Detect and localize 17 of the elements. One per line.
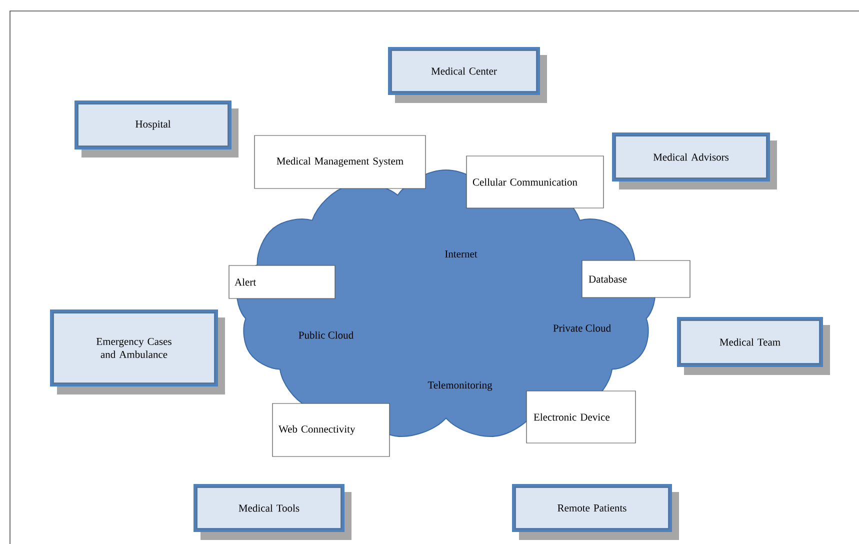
- label-box: Emergency Cases and Ambulance: [50, 310, 225, 394]
- text-box: Alert: [228, 265, 336, 299]
- cloud-label: Public Cloud: [298, 331, 354, 339]
- text-box: Web Connectivity: [272, 403, 390, 457]
- cloud-label: Internet: [445, 250, 478, 258]
- text-box: Cellular Communication: [466, 156, 604, 208]
- label-box: Medical Center: [388, 47, 547, 103]
- label-box: Remote Patients: [512, 484, 679, 540]
- label-box: Medical Team: [677, 317, 830, 375]
- text-box: Medical Management System: [254, 135, 426, 189]
- cloud-label: Private Cloud: [553, 324, 611, 332]
- label-box: Medical Advisors: [612, 132, 777, 190]
- label-box: Hospital: [74, 100, 238, 158]
- label-box: Medical Tools: [194, 484, 352, 540]
- cloud-label: Telemonitoring: [428, 381, 492, 391]
- text-box: Database: [582, 260, 690, 298]
- text-box: Electronic Device: [526, 390, 636, 444]
